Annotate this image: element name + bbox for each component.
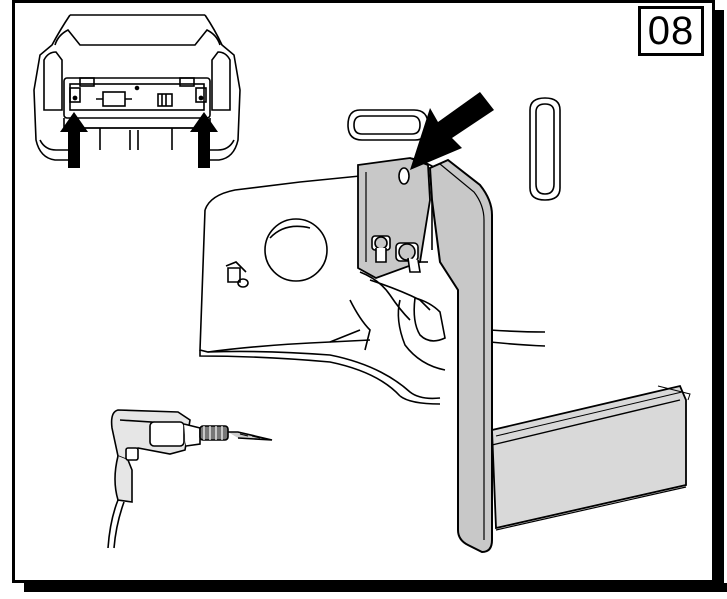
car-rear-overview-icon [33,14,241,161]
frame-shadow [24,583,727,592]
step-number-badge: 08 [638,6,704,56]
drill-icon [107,409,273,549]
bolt-icon [371,235,428,273]
frame-shadow-right [715,10,724,592]
overview-arrow-right-icon [190,112,218,168]
vehicle-body-panel [199,97,561,405]
overview-arrow-left-icon [60,112,88,168]
tow-bar-arm [428,158,493,554]
mounting-bracket [357,157,433,279]
step-number: 08 [647,8,695,53]
crossbar [491,384,691,531]
arrow-pointer-icon [410,92,494,170]
